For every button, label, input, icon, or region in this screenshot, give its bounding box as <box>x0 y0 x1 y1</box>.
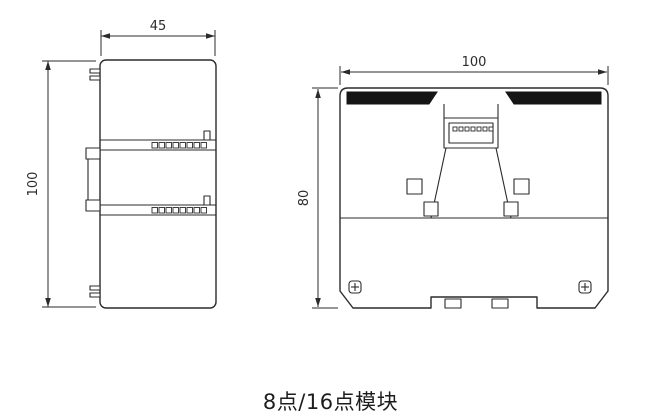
terminal-square <box>186 207 193 214</box>
side-view: 45 100 <box>26 19 217 309</box>
din-clip-tab <box>491 298 509 309</box>
connector-pin <box>482 126 488 132</box>
top-mounting-clip <box>89 75 101 81</box>
latch-square <box>423 201 439 217</box>
upper-terminal-row <box>151 142 207 149</box>
module-side-body <box>99 59 217 309</box>
arrowhead-icon <box>45 298 51 307</box>
connector-pin <box>470 126 476 132</box>
top-cover-left <box>346 91 438 105</box>
connector-pin <box>488 126 494 132</box>
lower-terminal-row <box>151 207 207 214</box>
caption: 8点/16点模块 <box>262 390 399 414</box>
terminal-square <box>179 207 186 214</box>
terminal-square <box>165 207 172 214</box>
side-view-height-label: 100 <box>26 172 41 197</box>
terminal-square <box>172 207 179 214</box>
terminal-square <box>172 142 179 149</box>
arrowhead-icon <box>101 33 110 39</box>
side-view-width-label: 45 <box>150 19 167 34</box>
front-view-body <box>339 87 609 309</box>
terminal-square <box>179 142 186 149</box>
bottom-mounting-clip <box>89 292 101 298</box>
module-front-body <box>339 87 609 309</box>
arrowhead-icon <box>315 89 321 98</box>
top-mounting-clip <box>89 68 101 74</box>
arrowhead-icon <box>45 61 51 70</box>
arrowhead-icon <box>206 33 215 39</box>
terminal-square <box>158 207 165 214</box>
latch-tab <box>203 130 211 141</box>
side-view-body <box>85 59 217 309</box>
screw-right-icon <box>578 280 592 294</box>
bus-hook-top <box>85 147 101 160</box>
terminal-square <box>151 207 158 214</box>
screw-left-icon <box>348 280 362 294</box>
expansion-connector <box>443 104 499 149</box>
connector-inner <box>448 122 494 144</box>
terminal-square <box>165 142 172 149</box>
terminal-square <box>193 207 200 214</box>
connector-pin <box>464 126 470 132</box>
front-view-width-dimension: 100 <box>339 55 609 85</box>
arrowhead-icon <box>315 298 321 307</box>
latch-square <box>503 201 519 217</box>
terminal-square <box>151 142 158 149</box>
din-clip-tab <box>444 298 462 309</box>
latch-tab <box>203 195 211 206</box>
terminal-square <box>186 142 193 149</box>
connector-pin <box>458 126 464 132</box>
connector-pin <box>476 126 482 132</box>
latch-square <box>406 178 423 195</box>
arrowhead-icon <box>341 69 350 75</box>
connector-pin <box>452 126 458 132</box>
top-cover-right <box>505 91 602 105</box>
terminal-square <box>158 142 165 149</box>
side-view-width-dimension: 45 <box>100 19 216 56</box>
arrowhead-icon <box>598 69 607 75</box>
latch-square <box>513 178 530 195</box>
side-view-height-dimension: 100 <box>26 60 96 308</box>
terminal-square <box>200 142 207 149</box>
bus-hook-bottom <box>85 199 101 212</box>
front-view-height-label: 80 <box>297 190 312 207</box>
front-view-height-dimension: 80 <box>297 87 338 309</box>
terminal-square <box>193 142 200 149</box>
bottom-mounting-clip <box>89 285 101 291</box>
front-view: 100 80 <box>297 55 609 309</box>
front-view-width-label: 100 <box>462 55 487 70</box>
terminal-square <box>200 207 207 214</box>
